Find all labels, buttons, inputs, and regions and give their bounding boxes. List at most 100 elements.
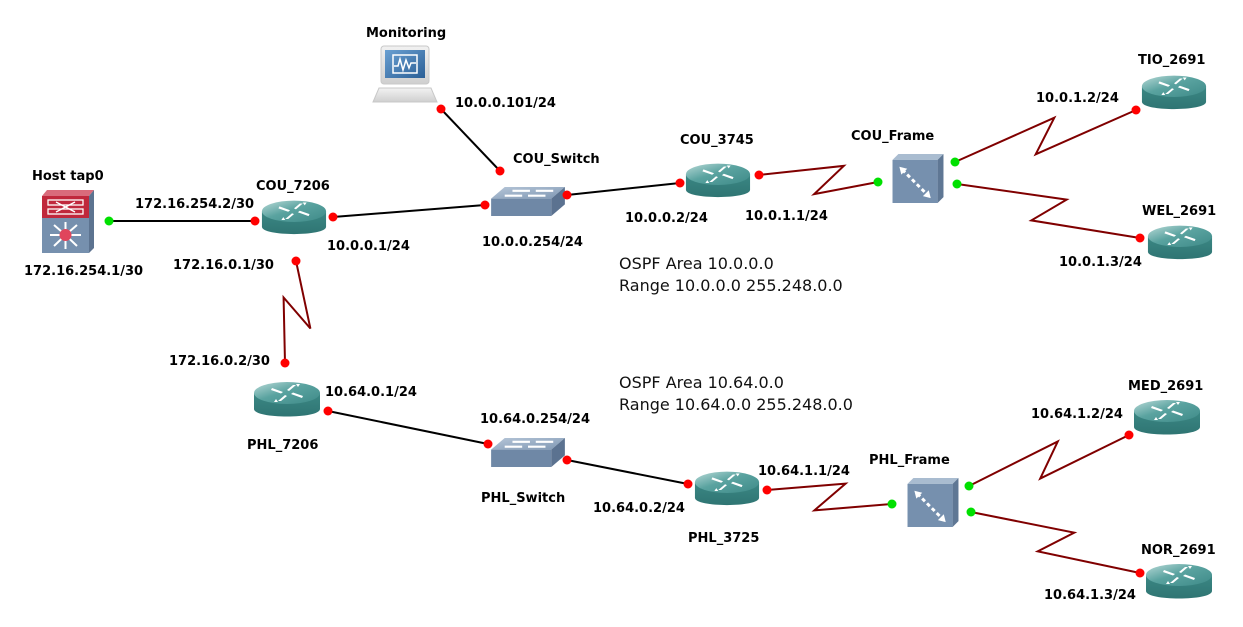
tio-2691-device[interactable]: TIO_2691 <box>1138 53 1207 110</box>
interface-address-label: 172.16.0.1/30 <box>173 258 274 273</box>
ethernet-link-phl_switch-phl_3725[interactable] <box>566 459 689 485</box>
port-status-down-icon <box>1124 430 1134 440</box>
router-icon <box>254 382 320 417</box>
node-label: PHL_Switch <box>481 491 565 506</box>
node-label: COU_3745 <box>680 133 754 148</box>
frame-relay-icon <box>907 478 959 527</box>
port-status-up-icon <box>887 499 897 509</box>
monitoring-device[interactable]: Monitoring <box>366 26 446 103</box>
nodes-layer: Host tap0 Monitoring COU_7206 COU_Switch C… <box>32 26 1216 599</box>
port-status-down-icon <box>480 200 490 210</box>
serial-link-cou_frame-tio_2691[interactable] <box>954 109 1137 163</box>
labels-layer: 172.16.254.1/30 172.16.254.2/30 10.0.0.1/2… <box>24 91 1142 603</box>
ethernet-link-monitoring-cou_switch[interactable] <box>440 108 501 172</box>
interface-address-label: 10.0.1.2/24 <box>1036 91 1119 106</box>
interface-address-label: 172.16.0.2/30 <box>169 354 270 369</box>
note-line: Range 10.64.0.0 255.248.0.0 <box>619 395 853 414</box>
serial-link-phl_frame-nor_2691[interactable] <box>970 511 1141 574</box>
interface-address-label: 172.16.254.1/30 <box>24 264 143 279</box>
router-icon <box>1147 225 1213 260</box>
port-status-down-icon <box>754 170 764 180</box>
note-line: Range 10.0.0.0 255.248.0.0 <box>619 276 843 295</box>
port-status-down-icon <box>436 104 446 114</box>
nor-2691-device[interactable]: NOR_2691 <box>1141 543 1216 599</box>
cou-switch-device[interactable]: COU_Switch <box>491 152 600 218</box>
interface-address-label: 10.0.0.101/24 <box>455 96 556 111</box>
port-status-down-icon <box>328 212 338 222</box>
interface-address-label: 10.64.0.254/24 <box>480 412 590 427</box>
interface-address-label: 172.16.254.2/30 <box>135 197 254 212</box>
port-status-down-icon <box>291 256 301 266</box>
ethernet-link-cou_7206-cou_switch[interactable] <box>332 204 486 218</box>
interface-address-label: 10.64.1.1/24 <box>758 464 850 479</box>
port-status-down-icon <box>675 178 685 188</box>
port-status-down-icon <box>683 479 693 489</box>
cou-7206-device[interactable]: COU_7206 <box>256 179 330 235</box>
interface-address-label: 10.64.0.1/24 <box>325 385 417 400</box>
port-status-down-icon <box>495 166 505 176</box>
router-icon <box>685 163 751 198</box>
node-label: COU_7206 <box>256 179 330 194</box>
phl-7206-device[interactable]: PHL_7206 <box>247 382 320 453</box>
links-layer <box>109 108 1141 574</box>
node-label: TIO_2691 <box>1138 53 1205 68</box>
port-status-down-icon <box>250 216 260 226</box>
cou-3745-device[interactable]: COU_3745 <box>680 133 754 198</box>
serial-link-phl_3725-phl_frame[interactable] <box>766 482 893 512</box>
phl-3725-device[interactable]: PHL_3725 <box>688 471 760 546</box>
node-label: MED_2691 <box>1128 379 1203 394</box>
host-tap0-device[interactable]: Host tap0 <box>32 169 104 253</box>
serial-link-phl_frame-med_2691[interactable] <box>968 434 1130 487</box>
interface-address-label: 10.64.1.2/24 <box>1031 407 1123 422</box>
node-label: PHL_7206 <box>247 438 318 453</box>
node-label: Host tap0 <box>32 169 104 184</box>
note-line: OSPF Area 10.0.0.0 <box>619 254 774 273</box>
port-status-up-icon <box>952 179 962 189</box>
interface-address-label: 10.0.0.2/24 <box>625 211 708 226</box>
port-status-up-icon <box>964 481 974 491</box>
serial-link-cou_3745-cou_frame[interactable] <box>758 164 879 196</box>
interface-address-label: 10.0.0.1/24 <box>327 239 410 254</box>
node-label: NOR_2691 <box>1141 543 1216 558</box>
port-status-up-icon <box>966 507 976 517</box>
router-icon <box>1134 400 1200 435</box>
port-status-down-icon <box>483 439 493 449</box>
interface-address-label: 10.64.0.2/24 <box>593 501 685 516</box>
port-status-up-icon <box>873 177 883 187</box>
port-status-down-icon <box>280 358 290 368</box>
router-icon <box>261 200 327 235</box>
ethernet-link-phl_7206-phl_switch[interactable] <box>327 410 489 445</box>
wel-2691-device[interactable]: WEL_2691 <box>1142 204 1216 260</box>
note-line: OSPF Area 10.64.0.0 <box>619 373 784 392</box>
port-status-up-icon <box>104 216 114 226</box>
med-2691-device[interactable]: MED_2691 <box>1128 379 1203 435</box>
port-status-down-icon <box>762 485 772 495</box>
interface-address-label: 10.64.1.3/24 <box>1044 588 1136 603</box>
port-status-down-icon <box>562 190 572 200</box>
cou-frame-device[interactable]: COU_Frame <box>851 129 944 203</box>
phl-switch-device[interactable]: PHL_Switch <box>481 436 565 506</box>
router-icon <box>694 471 760 506</box>
switch-icon <box>491 185 565 218</box>
serial-link-cou_frame-wel_2691[interactable] <box>956 183 1141 239</box>
ethernet-link-cou_switch-cou_3745[interactable] <box>566 182 681 196</box>
host-icon <box>42 190 94 253</box>
router-icon <box>1146 564 1212 599</box>
port-status-down-icon <box>323 406 333 416</box>
frame-relay-icon <box>892 154 944 203</box>
node-label: Monitoring <box>366 26 446 41</box>
interface-address-label: 10.0.0.254/24 <box>482 235 583 250</box>
ports-layer <box>104 104 1145 578</box>
switch-icon <box>491 436 565 469</box>
interface-address-label: 10.0.1.1/24 <box>745 209 828 224</box>
serial-link-cou_7206-phl_7206[interactable] <box>282 260 312 364</box>
node-label: WEL_2691 <box>1142 204 1216 219</box>
port-status-down-icon <box>562 455 572 465</box>
port-status-down-icon <box>1131 105 1141 115</box>
router-icon <box>1141 75 1207 110</box>
node-label: COU_Frame <box>851 129 934 144</box>
phl-frame-device[interactable]: PHL_Frame <box>869 453 959 527</box>
